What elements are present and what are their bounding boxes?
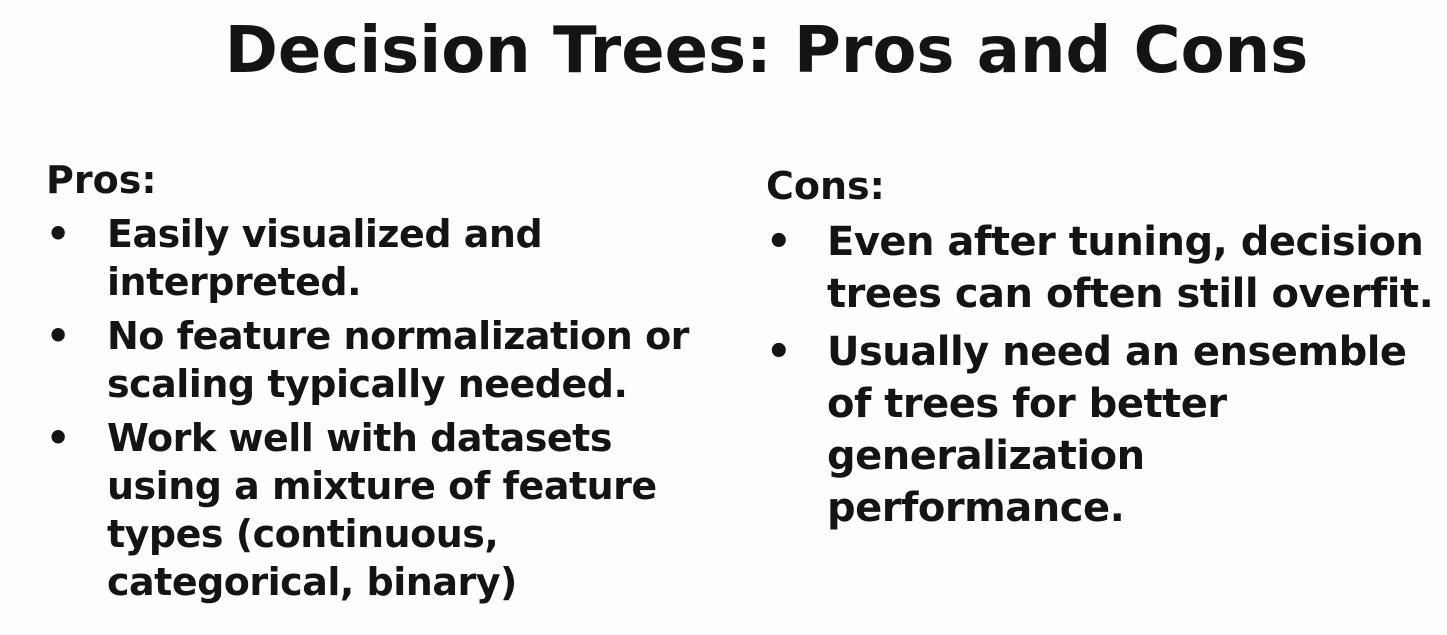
pros-item-text: Easily visualized and interpreted. (107, 212, 543, 304)
pros-list: • Easily visualized and interpreted. • N… (46, 210, 706, 606)
cons-column: Cons: • Even after tuning, decision tree… (766, 156, 1436, 540)
cons-item: • Usually need an ensemble of trees for … (766, 326, 1436, 534)
pros-heading: Pros: (46, 158, 157, 202)
pros-column: Pros: • Easily visualized and interprete… (46, 156, 706, 612)
pros-item-text: Work well with datasets using a mixture … (107, 416, 657, 604)
bullet-icon: • (46, 212, 70, 256)
slide-title: Decision Trees: Pros and Cons (224, 14, 1309, 88)
cons-item: • Even after tuning, decision trees can … (766, 216, 1436, 320)
bullet-icon: • (46, 314, 70, 358)
pros-item-text: No feature normalization or scaling typi… (107, 314, 689, 406)
bullet-icon: • (766, 219, 792, 265)
bullet-icon: • (46, 416, 70, 460)
cons-item-text: Usually need an ensemble of trees for be… (827, 329, 1407, 531)
bullet-icon: • (766, 329, 792, 375)
cons-item-text: Even after tuning, decision trees can of… (827, 219, 1434, 317)
pros-item: • Work well with datasets using a mixtur… (46, 414, 706, 606)
cons-list: • Even after tuning, decision trees can … (766, 216, 1436, 534)
pros-item: • Easily visualized and interpreted. (46, 210, 706, 306)
cons-heading: Cons: (766, 164, 885, 208)
pros-item: • No feature normalization or scaling ty… (46, 312, 706, 408)
